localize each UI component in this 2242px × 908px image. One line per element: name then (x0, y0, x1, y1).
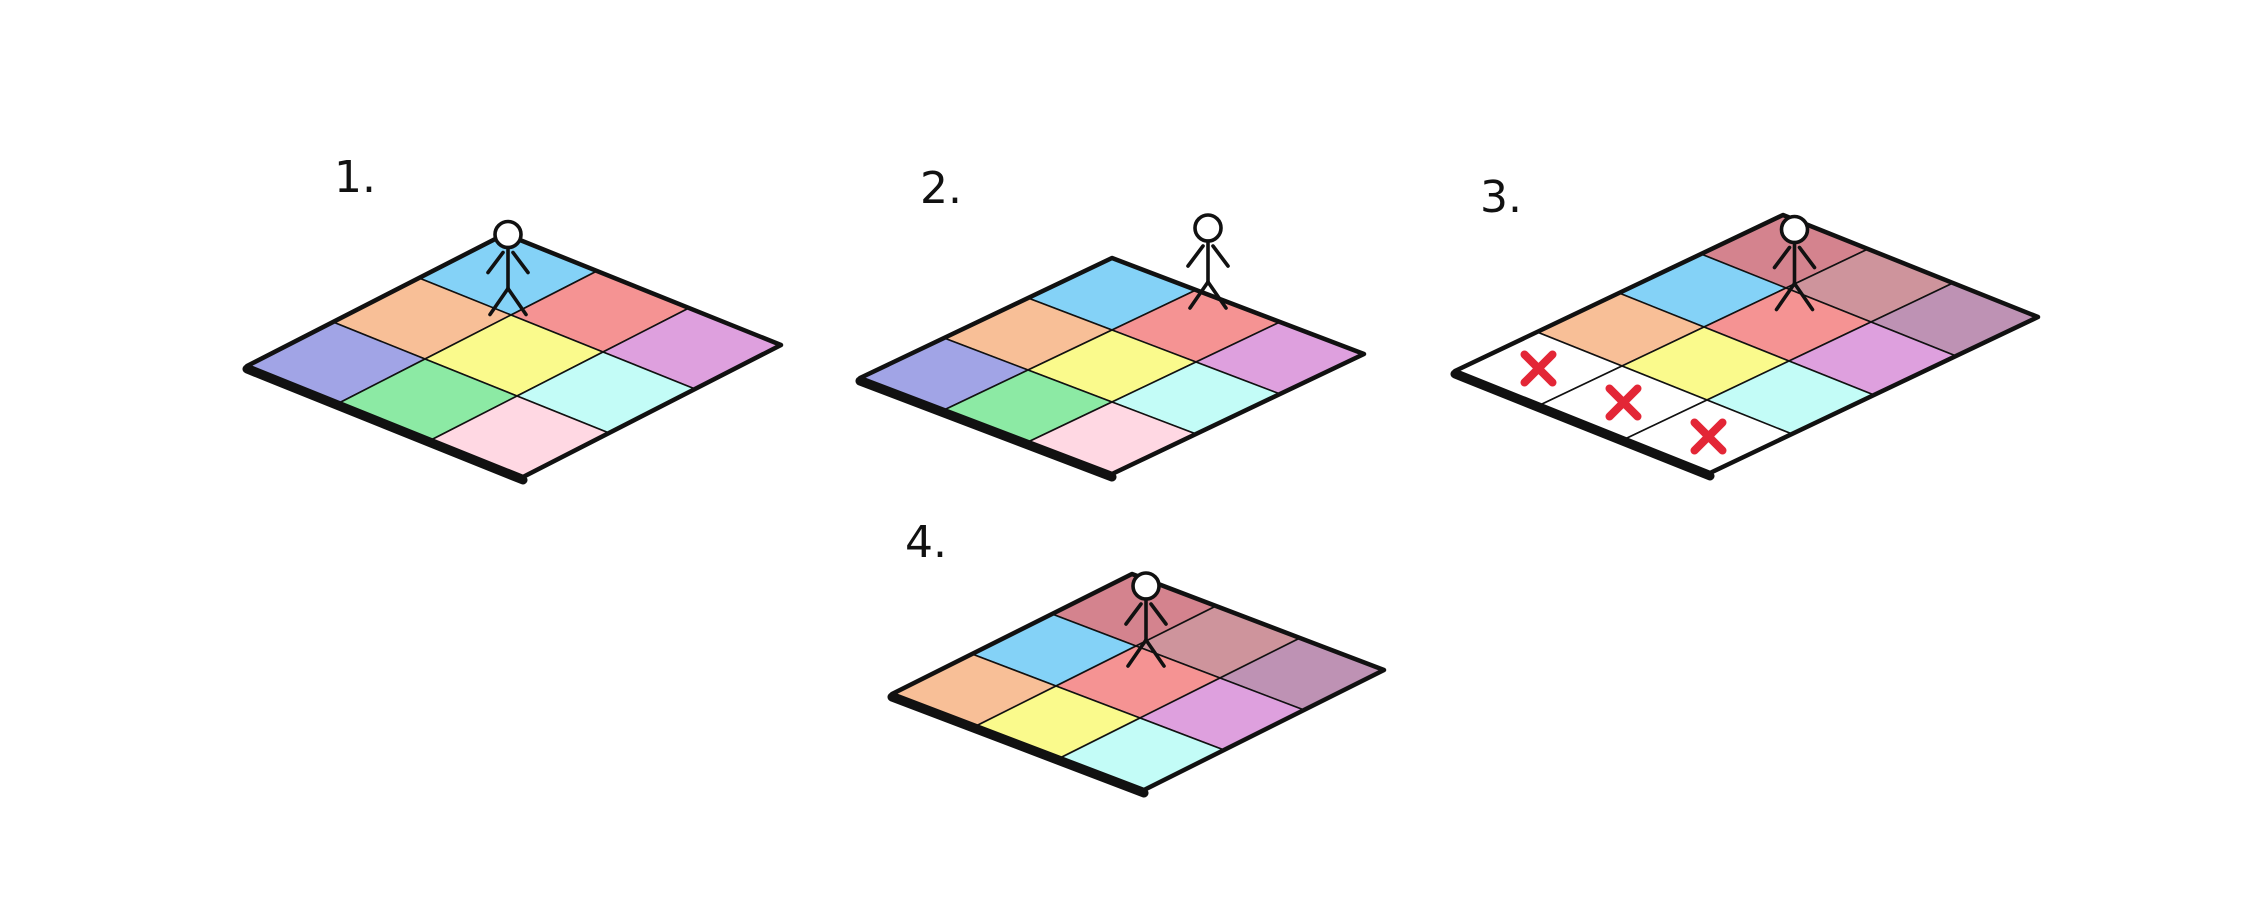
red-x-icon (1690, 418, 1727, 455)
step-3-label: 3. (1480, 172, 1522, 223)
step-2-label: 2. (920, 163, 962, 214)
board-front-edge (1450, 369, 1715, 481)
step-4-label: 4. (905, 517, 947, 568)
board-front-edge (855, 376, 1117, 482)
stick-figure-icon (1124, 571, 1168, 668)
stick-figure-icon (486, 219, 530, 317)
step-4-board (887, 571, 1387, 798)
step-3-board (1450, 212, 2041, 481)
step-1-label: 1. (334, 152, 376, 203)
step-2-board (855, 213, 1367, 482)
step-1-board (242, 219, 784, 485)
stick-figure-icon (1772, 214, 1817, 312)
red-x-icon (1520, 350, 1557, 387)
red-x-icon (1605, 384, 1642, 421)
board-front-edge (242, 364, 528, 485)
stick-figure-icon (1186, 213, 1230, 310)
board-front-edge (887, 692, 1149, 798)
